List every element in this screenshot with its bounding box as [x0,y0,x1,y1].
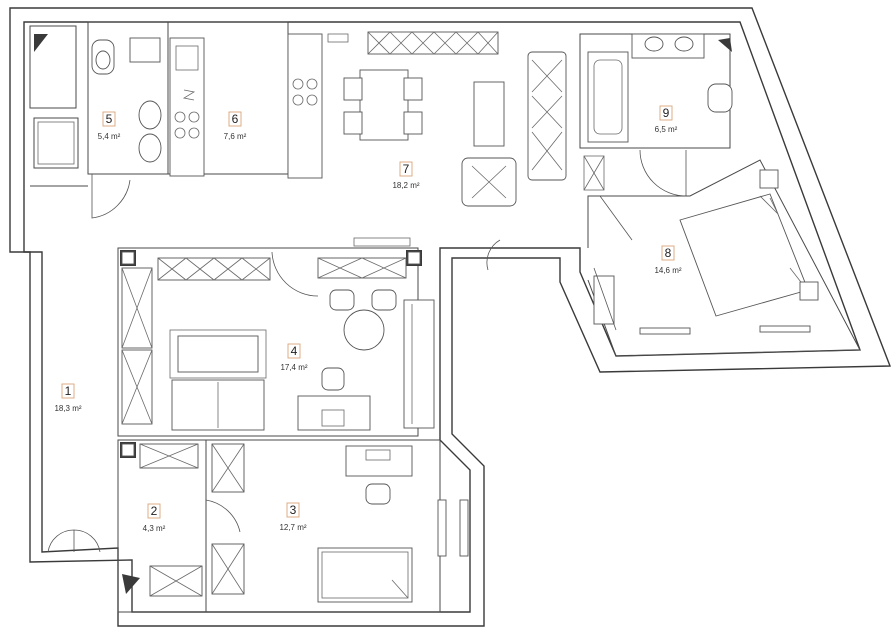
dining-table [343,69,423,141]
coffee-table [473,81,505,147]
sink [138,100,162,130]
room-number: 3 [290,503,297,517]
radiator [639,327,691,335]
bathtub-2 [587,51,629,143]
room-label-9: 9 6,5 m² [655,105,678,134]
window-bench [403,299,435,429]
room-area: 14,6 m² [654,266,681,275]
sofa [527,51,567,181]
office-chair-3 [365,483,391,505]
kitchen-counter-2 [287,33,323,179]
desk-4 [297,395,371,431]
stove-top [174,111,200,139]
room-area: 12,7 m² [279,523,306,532]
office-chair [321,367,345,391]
shelf-2 [317,257,407,279]
bathtub [29,25,77,109]
armchair [461,157,517,207]
room-label-2: 2 4,3 m² [143,503,166,533]
double-bed [679,193,809,317]
radiator [759,325,811,333]
room-number: 7 [403,162,410,176]
room-7-living [327,31,633,271]
room-area: 6,5 m² [655,125,678,134]
room-number: 9 [663,106,670,120]
room-number: 4 [291,344,298,358]
cabinet [129,37,161,63]
room-area: 18,3 m² [54,404,81,413]
chair [371,289,397,311]
room-number: 2 [151,504,158,518]
tv [353,237,411,247]
room-label-7: 7 18,2 m² [392,161,420,190]
wardrobe [367,31,499,55]
room-area: 18,2 m² [392,181,419,190]
room-number: 5 [106,112,113,126]
room-label-5: 5 5,4 m² [98,111,121,141]
room-3-bedroom [205,439,469,613]
room-8-bedroom [587,159,861,357]
room-area: 5,4 m² [98,132,121,141]
room-area: 4,3 m² [143,524,166,533]
toilet-2 [707,83,733,113]
bed-3 [317,547,413,603]
round-table [343,309,385,351]
shower-tray [33,117,79,169]
room-1-hall [30,185,101,553]
room-label-1: 1 18,3 m² [54,383,82,413]
shelf [157,257,271,281]
room-label-3: 3 12,7 m² [279,502,307,532]
room-number: 6 [232,112,239,126]
desk-3 [345,445,413,477]
sink [138,133,162,163]
room-area: 7,6 m² [224,132,247,141]
room-number: 8 [665,246,672,260]
double-sink [631,33,705,59]
room-label-8: 8 14,6 m² [654,245,682,275]
room-9-bathroom [579,33,733,197]
kitchen-counter [169,37,205,177]
room-label-4: 4 17,4 m² [280,343,308,372]
room-5-bathroom [29,21,169,219]
room-area: 17,4 m² [280,363,307,372]
room-number: 1 [65,384,72,398]
room-6-kitchen [167,21,323,179]
room-2-storage [117,439,241,613]
room-4-lounge [117,237,435,437]
chair [329,289,355,311]
desk-bedroom [593,275,615,325]
radiator-3 [437,499,447,557]
hob [292,78,318,106]
room-label-6: 6 7,6 m² [224,111,247,141]
rug [169,329,267,379]
